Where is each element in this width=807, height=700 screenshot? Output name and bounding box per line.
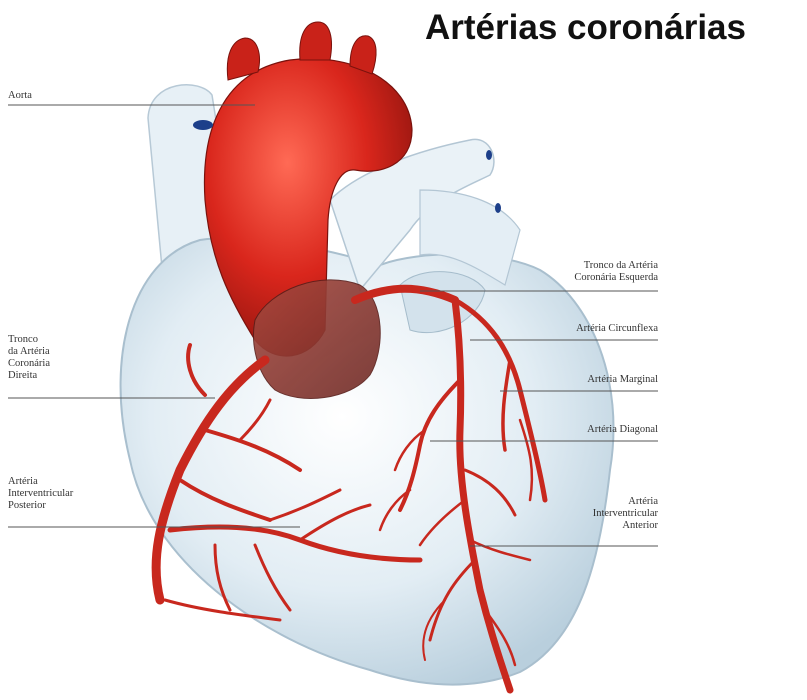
label-diagonal: Artéria Diagonal: [540, 424, 658, 436]
label-marginal: Artéria Marginal: [540, 374, 658, 386]
label-interventricular-anterior: Artéria Interventricular Anterior: [560, 496, 658, 532]
label-line: Tronco: [8, 334, 50, 346]
label-tronco-direita: Tronco da Artéria Coronária Direita: [8, 334, 50, 382]
label-line: Tronco da Artéria: [540, 260, 658, 272]
label-line: Interventricular: [560, 508, 658, 520]
label-circunflexa: Artéria Circunflexa: [540, 323, 658, 335]
label-line: Coronária: [8, 358, 50, 370]
label-line: Direita: [8, 370, 50, 382]
label-aorta: Aorta: [8, 90, 32, 102]
label-line: Posterior: [8, 500, 73, 512]
label-interventricular-posterior: Artéria Interventricular Posterior: [8, 476, 73, 512]
label-tronco-esquerda: Tronco da Artéria Coronária Esquerda: [540, 260, 658, 284]
label-line: Coronária Esquerda: [540, 272, 658, 284]
vessel-mark-1: [193, 120, 213, 130]
label-line: Interventricular: [8, 488, 73, 500]
label-line: Artéria: [8, 476, 73, 488]
label-line: Anterior: [560, 520, 658, 532]
aorta-branch-2: [300, 22, 332, 60]
vessel-mark-2: [486, 150, 492, 160]
label-line: da Artéria: [8, 346, 50, 358]
label-line: Artéria: [560, 496, 658, 508]
vessel-mark-3: [495, 203, 501, 213]
